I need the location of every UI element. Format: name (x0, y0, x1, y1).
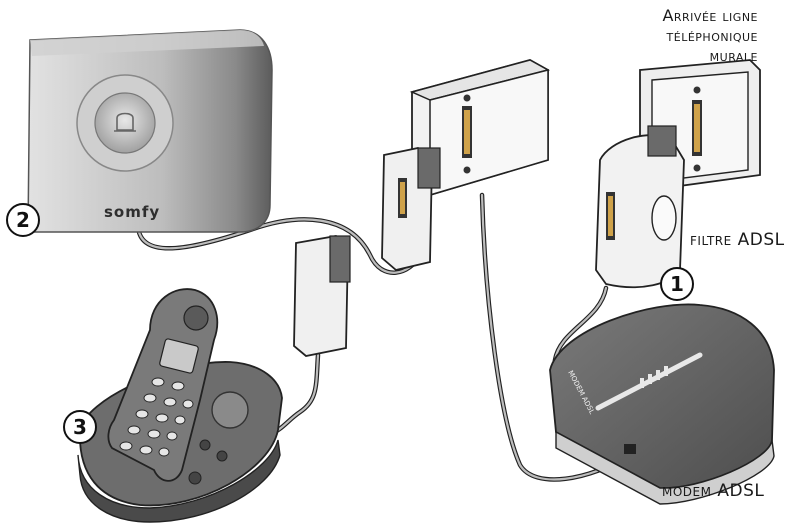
label-wall-line-arrival: Arrivée ligne téléphonique murale (548, 6, 758, 66)
modem-leds (640, 366, 668, 388)
phone-screen (159, 338, 199, 374)
phone-keypad (119, 377, 194, 457)
phone-earpiece (183, 305, 209, 331)
label-wall-line-arrival-3: murale (709, 46, 758, 65)
label-wall-line-arrival-2: téléphonique (666, 26, 758, 45)
phone-base-speaker (211, 391, 249, 429)
step-badge-2: 2 (6, 203, 40, 237)
somfy-box (27, 29, 273, 233)
cable-splitter-to-phone-inner (268, 353, 320, 436)
phone-adapter-plug (293, 235, 351, 357)
wall-socket-center (409, 59, 551, 197)
label-adsl-filter: filtre ADSL (690, 230, 785, 250)
cable-socket-to-modem-inner (480, 193, 632, 481)
somfy-logo: somfy (104, 203, 161, 221)
cordless-phone (77, 288, 283, 523)
box-button-bell-icon (114, 112, 136, 132)
box-button (94, 92, 156, 154)
adsl-filter (595, 125, 685, 289)
label-adsl-modem: modem ADSL (662, 481, 765, 501)
label-wall-line-arrival-1: Arrivée ligne (662, 6, 758, 25)
adsl-modem: MODEM ADSL (549, 303, 775, 505)
step-badge-1: 1 (660, 267, 694, 301)
step-badge-3: 3 (63, 410, 97, 444)
cable-box-to-splitter-inner (136, 218, 422, 274)
splitter-plug (381, 147, 441, 271)
